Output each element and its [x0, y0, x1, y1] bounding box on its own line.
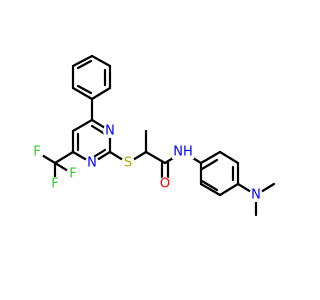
atom-o: O — [158, 177, 172, 192]
bond — [200, 179, 219, 192]
atom-f-left: F — [30, 145, 44, 160]
bond — [76, 84, 93, 95]
svg-text:F: F — [33, 145, 40, 160]
svg-text:O: O — [160, 177, 170, 192]
bonds-group — [35, 54, 276, 217]
atom-labels-group: N N S O NH N F F — [30, 124, 263, 203]
atom-n-pyrimidine-bottom: N — [85, 156, 99, 171]
bond — [218, 150, 240, 165]
bond — [90, 54, 112, 68]
svg-text:F: F — [69, 167, 76, 182]
svg-text:F: F — [51, 177, 58, 192]
bond — [218, 182, 240, 197]
svg-text:N: N — [251, 188, 261, 203]
bond — [71, 86, 94, 101]
svg-text:N: N — [105, 124, 115, 139]
atom-n-dimethylamino: N — [249, 188, 263, 203]
atom-s: S — [121, 156, 135, 171]
bond — [144, 150, 167, 165]
atom-f-right: F — [66, 167, 80, 182]
svg-text:S: S — [124, 156, 132, 171]
svg-text:N: N — [87, 156, 97, 171]
bond — [71, 118, 94, 133]
bond — [199, 182, 222, 197]
atom-n-pyrimidine-top: N — [103, 124, 117, 139]
bond — [199, 150, 222, 165]
atom-nh: NH — [172, 145, 194, 160]
bond — [71, 54, 94, 68]
bond — [53, 150, 75, 165]
bond — [90, 124, 107, 136]
bond — [200, 158, 219, 171]
bond — [90, 86, 112, 101]
bond — [76, 59, 93, 70]
molecule-structure-diagram: N N S O NH N F F — [30, 54, 276, 217]
svg-text:NH: NH — [173, 145, 193, 160]
atom-f-bottom: F — [48, 177, 62, 192]
